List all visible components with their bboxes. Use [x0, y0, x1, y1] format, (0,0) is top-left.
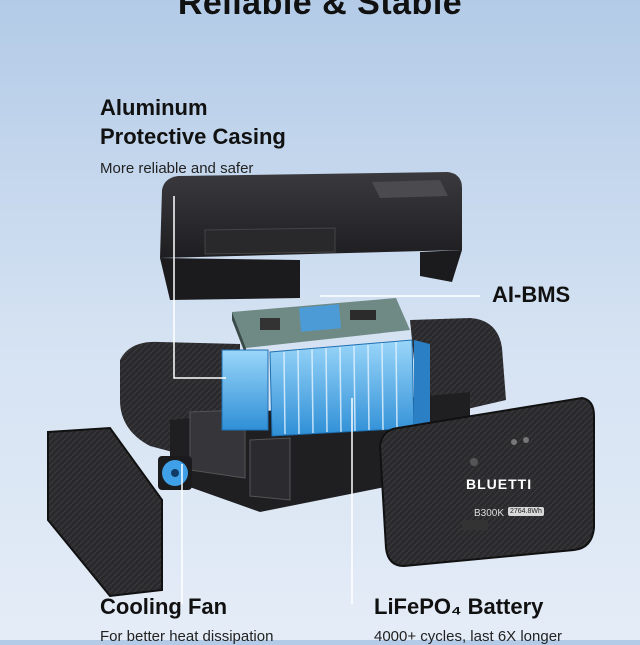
left-side-panel [47, 426, 163, 598]
fan-title: Cooling Fan [100, 594, 228, 619]
aluminum-casing-lid [160, 172, 462, 300]
leader-lines [173, 196, 480, 604]
fan-description: For better heat dissipation [100, 628, 274, 645]
brand-logo: BLUETTI [466, 476, 533, 492]
battery-description: 4000+ cycles, last 6X longer [374, 628, 563, 645]
casing-title-line2: Protective Casing [100, 124, 286, 149]
model-label: B300K [474, 508, 505, 519]
lifepo4-cell-pack [221, 339, 430, 437]
casing-description: More reliable and safer [100, 160, 254, 177]
front-panel [378, 396, 595, 568]
cooling-fan [158, 456, 192, 490]
capacity-badge: 2764.8Wh [508, 507, 544, 516]
bms-title: AI-BMS [492, 282, 571, 307]
headline: Reliable & Stable [177, 0, 463, 22]
battery-title: LiFePO₄ Battery [374, 594, 544, 619]
casing-title-line1: Aluminum [100, 95, 208, 120]
ai-bms-board [232, 298, 410, 356]
